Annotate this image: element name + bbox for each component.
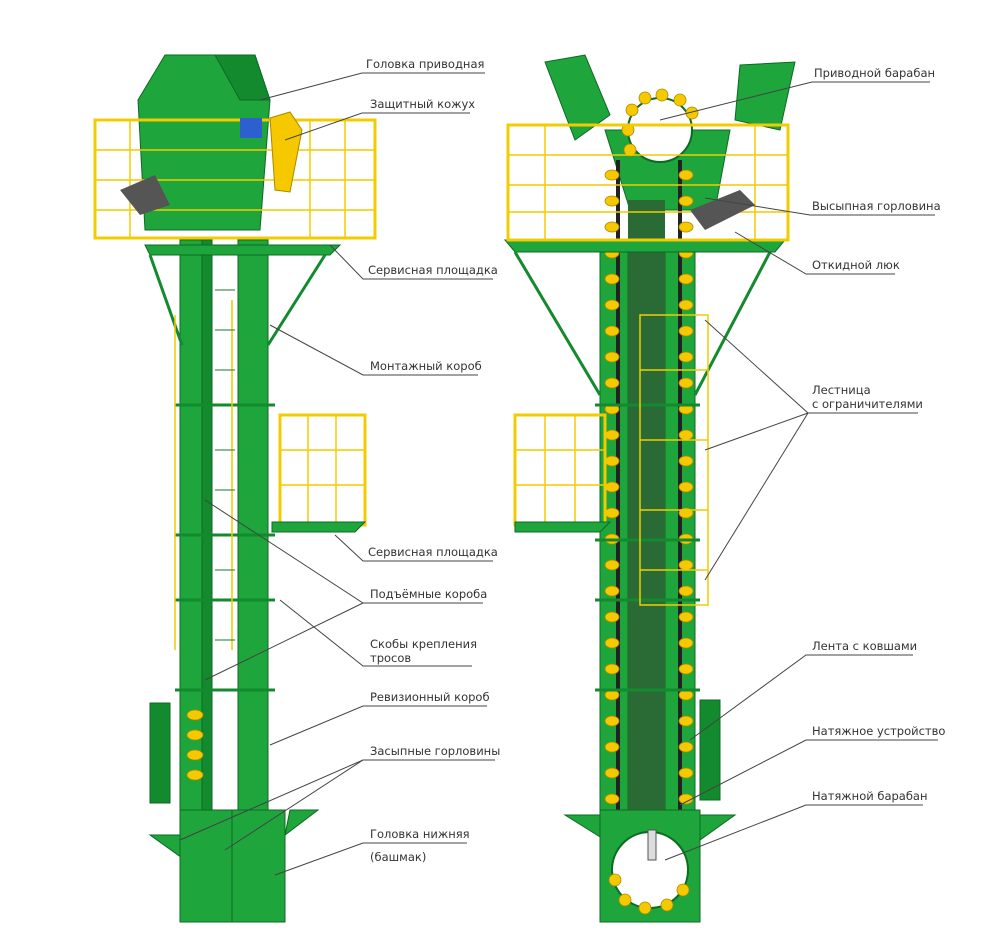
label-tensioner: Натяжное устройство (812, 724, 946, 738)
buckets-left (186, 709, 204, 781)
bucket (678, 559, 694, 571)
tail-pulley-buckets (608, 873, 690, 915)
bucket (604, 169, 620, 181)
bucket (678, 455, 694, 467)
bucket (604, 221, 620, 233)
bucket (678, 299, 694, 311)
bucket (604, 195, 620, 207)
right-elevator (503, 54, 796, 923)
bucket (604, 741, 620, 753)
bucket (604, 559, 620, 571)
bucket (604, 663, 620, 675)
bucket (678, 325, 694, 337)
bucket (678, 793, 694, 805)
label-ladder: Лестница (812, 383, 871, 397)
bucket (604, 507, 620, 519)
bucket (678, 351, 694, 363)
label-bucket-belt: Лента с ковшами (812, 639, 918, 653)
bucket (678, 169, 694, 181)
label-mounting-box: Монтажный короб (370, 359, 482, 373)
label-boot-2: (башмак) (370, 850, 427, 864)
label-drive-head: Головка приводная (366, 57, 485, 71)
bucket (678, 481, 694, 493)
label-ladder-2: с ограничителями (812, 397, 923, 411)
bucket (604, 637, 620, 649)
bucket (604, 715, 620, 727)
bucket (678, 767, 694, 779)
bucket (604, 793, 620, 805)
bucket (604, 481, 620, 493)
label-tail-pulley: Натяжной барабан (812, 789, 928, 803)
label-cable-brackets: Скобы крепления (370, 637, 478, 651)
label-service-platform-top: Сервисная площадка (368, 263, 498, 277)
bucket (604, 273, 620, 285)
bucket (678, 273, 694, 285)
bucket (604, 325, 620, 337)
bucket (678, 741, 694, 753)
bucket (678, 585, 694, 597)
bucket (678, 429, 694, 441)
leader-lines (179, 72, 938, 876)
bucket (604, 585, 620, 597)
bucket (604, 429, 620, 441)
bucket (678, 637, 694, 649)
bucket (678, 195, 694, 207)
label-drive-pulley: Приводной барабан (814, 66, 936, 80)
label-inspection-box: Ревизионный короб (370, 690, 490, 704)
drive-pulley-buckets (621, 88, 699, 157)
bucket (678, 663, 694, 675)
bucket (678, 611, 694, 623)
bucket (678, 715, 694, 727)
bucket (604, 377, 620, 389)
label-inlet-hoppers: Засыпные горловины (370, 744, 501, 758)
label-discharge-spout: Высыпная горловина (812, 199, 941, 213)
label-hinged-hatch: Откидной люк (812, 258, 900, 272)
bucket (678, 221, 694, 233)
bucket (604, 351, 620, 363)
bucket (604, 299, 620, 311)
label-cable-brackets-2: тросов (370, 651, 412, 665)
label-boot: Головка нижняя (370, 827, 470, 841)
label-guard: Защитный кожух (370, 97, 476, 111)
label-service-platform-mid: Сервисная площадка (368, 545, 498, 559)
left-elevator (93, 54, 377, 923)
bucket (604, 611, 620, 623)
label-lifting-boxes: Подъёмные короба (370, 587, 488, 601)
bucket (604, 455, 620, 467)
bucket (604, 767, 620, 779)
bucket (678, 377, 694, 389)
